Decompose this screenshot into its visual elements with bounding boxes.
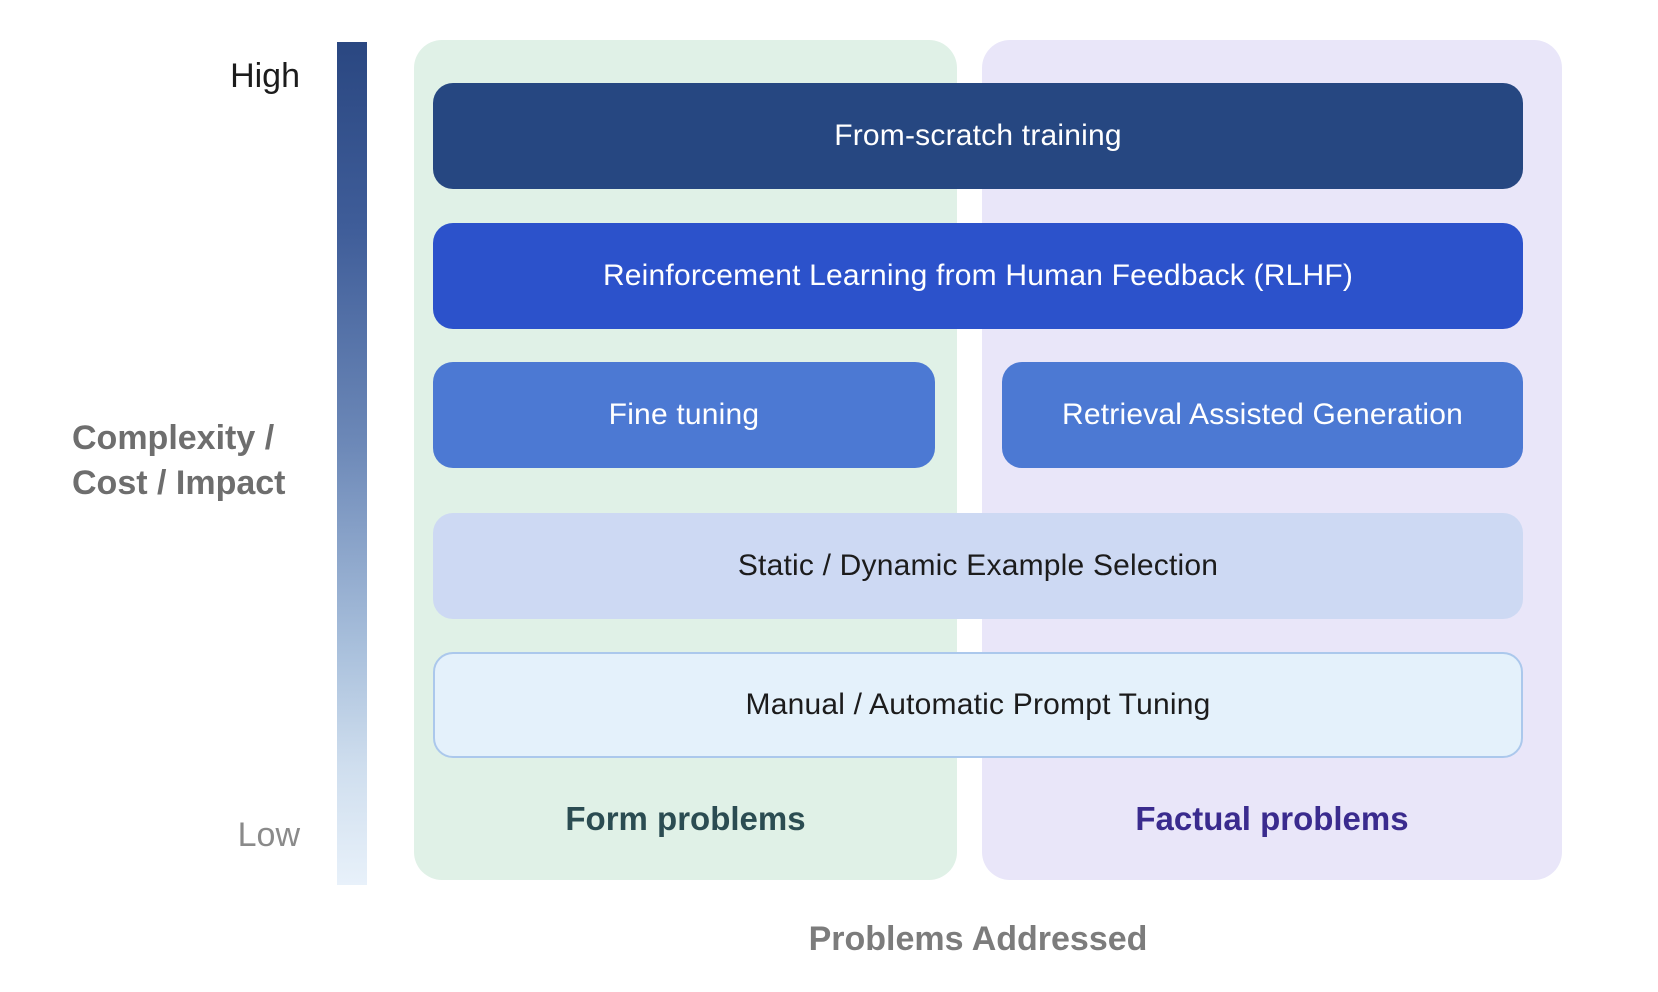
complexity-gradient-bar: [337, 42, 367, 885]
bar-label: Fine tuning: [608, 398, 760, 431]
bar-rlhf: Reinforcement Learning from Human Feedba…: [433, 223, 1523, 329]
bar-retrieval-assisted-generation: Retrieval Assisted Generation: [1002, 362, 1523, 468]
bar-example-selection: Static / Dynamic Example Selection: [433, 513, 1523, 619]
axis-low-label: Low: [237, 816, 300, 854]
bar-label: Retrieval Assisted Generation: [1061, 398, 1463, 431]
form-problems-label: Form problems: [565, 800, 806, 837]
bar-fine-tuning: Fine tuning: [433, 362, 935, 468]
x-axis-title: Problems Addressed: [808, 920, 1148, 958]
bar-label: From-scratch training: [834, 119, 1122, 152]
bar-label: Manual / Automatic Prompt Tuning: [745, 688, 1211, 721]
bar-label: Reinforcement Learning from Human Feedba…: [602, 259, 1354, 292]
bar-prompt-tuning: Manual / Automatic Prompt Tuning: [433, 652, 1523, 758]
bar-label: Static / Dynamic Example Selection: [737, 549, 1219, 582]
factual-problems-label: Factual problems: [1135, 800, 1409, 837]
bar-from-scratch-training: From-scratch training: [433, 83, 1523, 189]
axis-high-label: High: [230, 57, 300, 95]
y-axis-title: Complexity / Cost / Impact: [72, 419, 286, 502]
